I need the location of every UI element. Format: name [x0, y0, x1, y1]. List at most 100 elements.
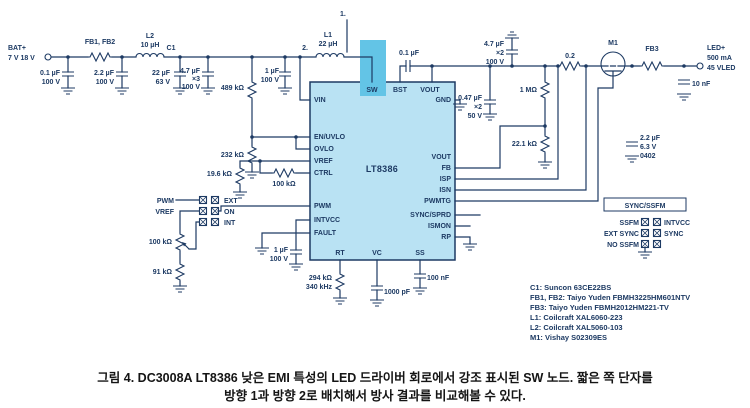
ground-symbol: [537, 161, 553, 169]
jumper-pin: [198, 195, 208, 205]
m1-label: M1: [608, 40, 618, 47]
cap-bst-value: 0.1 µF: [399, 50, 420, 57]
caption-line-1: 그림 4. DC3008A LT8386 낮은 EMI 특성의 LED 드라이버…: [97, 371, 653, 385]
pin-en-uvlo: EN/UVLO: [314, 134, 346, 141]
ground-symbol: [254, 247, 270, 255]
pin-bst: BST: [393, 87, 408, 94]
sense-resistor-0r2-symbol: [557, 61, 583, 71]
resistor-ctrl-value: 100 kΩ: [272, 181, 296, 188]
pin-isp: ISP: [440, 176, 452, 183]
resistor-19k6-symbol: [235, 165, 245, 187]
fb3-label: FB3: [645, 46, 658, 53]
pin-vref: VREF: [314, 158, 333, 165]
mosfet-m1-symbol: [600, 51, 626, 77]
cap-1u-vin-rating: 100 V: [261, 77, 280, 84]
pin-vout-top: VOUT: [420, 87, 440, 94]
ground-symbol: [482, 113, 498, 121]
ground-symbol: [676, 93, 692, 101]
cap-1u-intvcc-value: 1 µF: [274, 247, 289, 254]
c1-label: C1: [167, 45, 176, 52]
led-voltage: 45 VLED: [707, 65, 735, 72]
pin-pwm: PWM: [314, 203, 331, 210]
led-label: LED+: [707, 45, 725, 52]
parts-list-item: M1: Vishay S02309ES: [530, 333, 607, 342]
pin-intvcc: INTVCC: [314, 217, 340, 224]
ic-part-number: LT8386: [366, 164, 398, 174]
orientation-mark-2: 2.: [302, 45, 308, 52]
cap-1u-vin-value: 1 µF: [265, 68, 280, 75]
resistor-489k-symbol: [247, 79, 257, 101]
pin-ctrl: CTRL: [314, 170, 333, 177]
bat-range: 7 V 18 V: [8, 55, 35, 62]
sense-resistor-value: 0.2: [565, 53, 575, 60]
cap-ss-value: 100 nF: [427, 275, 450, 282]
resistor-1m-value: 1 MΩ: [520, 87, 538, 94]
parts-list-item: C1: Suncon 63CE22BS: [530, 283, 611, 292]
ground-symbol: [60, 87, 76, 95]
sync-right-intvcc: INTVCC: [664, 220, 690, 227]
ground-symbol: [172, 285, 188, 293]
c1-value: 22 µF: [152, 70, 171, 77]
jumper-int-label: INT: [224, 220, 236, 227]
resistor-91k-value: 91 kΩ: [153, 269, 173, 276]
cap-2u2s-rating: 6.3 V: [640, 144, 657, 151]
pin-pwmtg: PWMTG: [424, 198, 451, 205]
pin-ss: SS: [415, 250, 425, 257]
ground-symbol: [504, 31, 520, 39]
ic-body: [309, 81, 456, 261]
l2-label: L2: [146, 33, 154, 40]
resistor-232k-value: 232 kΩ: [221, 152, 245, 159]
ground-symbol: [114, 87, 130, 95]
potentiometer-100k-symbol: [175, 231, 185, 253]
jumper-pin: [652, 228, 662, 238]
cap-0u1-rating: 100 V: [42, 79, 61, 86]
cap-4u7x2-value: 4.7 µF: [484, 41, 505, 48]
jumper-on-label: ON: [224, 209, 235, 216]
bat-terminal: [44, 53, 52, 61]
sync-right-sync: SYNC: [664, 231, 683, 238]
cap-10n-led-symbol: [677, 79, 691, 85]
cap-10n-value: 10 nF: [692, 81, 711, 88]
figure-caption: 그림 4. DC3008A LT8386 낮은 EMI 특성의 LED 드라이버…: [0, 363, 750, 405]
jumper-pin: [640, 217, 650, 227]
cap-vc-value: 1000 pF: [384, 289, 411, 296]
jumper-pin: [652, 217, 662, 227]
pot-wiper-arrow: [182, 242, 187, 247]
jumper-pin: [652, 239, 662, 249]
l2-value: 10 µH: [141, 42, 160, 49]
pin-rp: RP: [441, 234, 451, 241]
cap-0u1-value: 0.1 µF: [40, 70, 61, 77]
cap-4u7x3-mult: ×3: [192, 76, 200, 83]
parts-list-item: FB1, FB2: Taiyo Yuden FBMH3225HM601NTV: [530, 293, 690, 302]
parts-list-item: L2: Coilcraft XAL5060-103: [530, 323, 623, 332]
parts-list-item: FB3: Taiyo Yuden FBMH2012HM221-TV: [530, 303, 669, 312]
pwm-header-label: PWM: [157, 198, 174, 205]
ground-symbol: [624, 155, 640, 163]
cap-2u2s-package: 0402: [640, 153, 656, 160]
pin-gnd: GND: [435, 97, 451, 104]
sync-ssfm-box: [603, 197, 687, 212]
l1-value: 22 µH: [319, 41, 338, 48]
parts-list-item: L1: Coilcraft XAL6060-223: [530, 313, 623, 322]
resistor-22k1-symbol: [540, 133, 550, 155]
sync-opt-no-ssfm: NO SSFM: [607, 242, 639, 249]
resistor-19k6-value: 19.6 kΩ: [207, 171, 232, 178]
jumper-pin: [640, 228, 650, 238]
pin-rt: RT: [335, 250, 345, 257]
cap-4u7x2-rating: 100 V: [486, 59, 505, 66]
pin-fb: FB: [442, 165, 451, 172]
ferrite-fb1-fb2-symbol: [87, 52, 113, 62]
l1-label: L1: [324, 32, 332, 39]
rt-frequency: 340 kHz: [306, 284, 333, 291]
cap-0u47-rating: 50 V: [468, 113, 483, 120]
pin-vc: VC: [372, 250, 382, 257]
resistor-232k-symbol: [247, 144, 257, 166]
inductor-l2-symbol: [135, 52, 165, 58]
resistor-22k1-value: 22.1 kΩ: [512, 141, 537, 148]
resistor-rt-294k-symbol: [335, 271, 345, 293]
sync-opt-ssfm: SSFM: [620, 220, 640, 227]
bat-label: BAT+: [8, 45, 26, 52]
pin-vout: VOUT: [432, 154, 452, 161]
pin-ismon: ISMON: [428, 223, 451, 230]
